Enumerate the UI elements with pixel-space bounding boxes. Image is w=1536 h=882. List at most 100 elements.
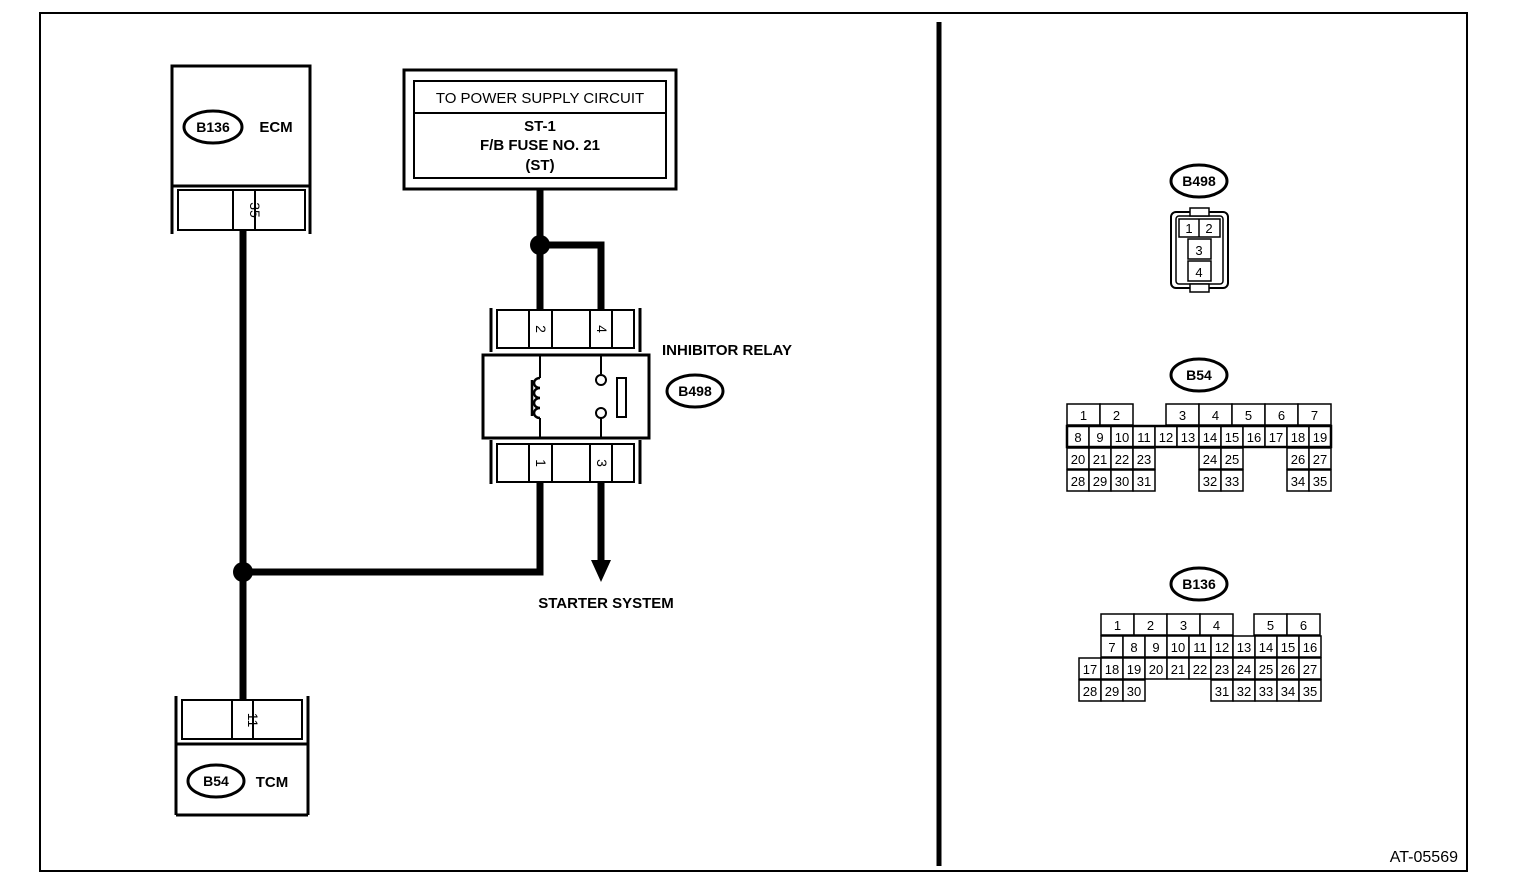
- pin-number: 23: [1215, 662, 1229, 677]
- wire-relay-pin1-to-ecm: [243, 482, 544, 576]
- pin-number: 9: [1096, 430, 1103, 445]
- pin-number: 4: [1212, 408, 1219, 423]
- pin-number: 10: [1115, 430, 1129, 445]
- tcm-connector-label: B54: [203, 773, 229, 789]
- pin-number: 29: [1093, 474, 1107, 489]
- b498-pin: 1: [1185, 221, 1192, 236]
- b498-pin: 2: [1205, 221, 1212, 236]
- tcm-connector-tag: [186, 763, 246, 799]
- relay-pin-label: 1: [533, 459, 549, 467]
- tcm-pin-label: 11: [245, 713, 261, 728]
- pin-number: 21: [1093, 452, 1107, 467]
- pin-number: 14: [1203, 430, 1217, 445]
- pin-cell: [1199, 613, 1234, 636]
- junction-dot-power: [530, 235, 550, 255]
- pin-number: 22: [1193, 662, 1207, 677]
- inhibitor-relay-label: INHIBITOR RELAY: [662, 342, 792, 359]
- ecm-connector-label: B136: [196, 119, 230, 135]
- power-supply-line1: ST-1: [524, 118, 556, 135]
- pin-number: 33: [1225, 474, 1239, 489]
- pin-cell: [1286, 613, 1321, 636]
- pin-cell: [1132, 469, 1156, 492]
- pin-number: 7: [1108, 640, 1115, 655]
- pin-number: 15: [1225, 430, 1239, 445]
- relay-contact-icon: [595, 407, 607, 419]
- pin-number: 14: [1259, 640, 1273, 655]
- pin-number: 32: [1203, 474, 1217, 489]
- power-supply-line2: F/B FUSE NO. 21: [480, 137, 600, 154]
- pin-number: 28: [1071, 474, 1085, 489]
- starter-system-label: STARTER SYSTEM: [538, 595, 674, 612]
- pin-number: 18: [1105, 662, 1119, 677]
- pin-number: 30: [1127, 684, 1141, 699]
- pin-number: 6: [1278, 408, 1285, 423]
- pin-cell: [1298, 679, 1322, 702]
- pin-number: 19: [1313, 430, 1327, 445]
- pin-number: 31: [1215, 684, 1229, 699]
- relay-connector-tag: [665, 373, 725, 409]
- relay-pin-label: 3: [594, 459, 610, 467]
- pin-number: 17: [1269, 430, 1283, 445]
- pin-number: 13: [1237, 640, 1251, 655]
- pin-cell: [1298, 635, 1322, 658]
- pin-number: 25: [1259, 662, 1273, 677]
- b498-pin: 4: [1195, 265, 1202, 280]
- pin-number: 3: [1180, 618, 1187, 633]
- pin-number: 1: [1080, 408, 1087, 423]
- pin-number: 3: [1179, 408, 1186, 423]
- pin-number: 17: [1083, 662, 1097, 677]
- diagram-frame: [39, 12, 1468, 872]
- pin-number: 16: [1247, 430, 1261, 445]
- pin-number: 21: [1171, 662, 1185, 677]
- pin-number: 7: [1311, 408, 1318, 423]
- pin-number: 29: [1105, 684, 1119, 699]
- pin-cell: [1298, 657, 1322, 680]
- pin-cell: [1122, 679, 1146, 702]
- relay-top-connector: [496, 309, 635, 349]
- ecm-label: ECM: [259, 119, 292, 136]
- power-supply-box: TO POWER SUPPLY CIRCUIT ST-1 F/B FUSE NO…: [402, 68, 678, 191]
- relay-contact-icon: [595, 374, 607, 386]
- pin-number: 10: [1171, 640, 1185, 655]
- pin-number: 25: [1225, 452, 1239, 467]
- b498-view-label: B498: [1182, 173, 1216, 189]
- pin-number: 11: [1193, 640, 1207, 655]
- pin-number: 8: [1130, 640, 1137, 655]
- pin-number: 34: [1281, 684, 1295, 699]
- starter-arrow-icon: [591, 560, 611, 582]
- pin-number: 11: [1137, 430, 1151, 445]
- power-supply-line3: (ST): [525, 157, 554, 174]
- pin-number: 34: [1291, 474, 1305, 489]
- pin-number: 24: [1237, 662, 1251, 677]
- pin-number: 4: [1213, 618, 1220, 633]
- pin-number: 27: [1303, 662, 1317, 677]
- relay-coil-icon: [530, 376, 541, 420]
- pin-number: 26: [1281, 662, 1295, 677]
- pin-number: 5: [1267, 618, 1274, 633]
- b498-connector-view: B498 1 2 3 4: [1169, 163, 1229, 293]
- ecm-connector-tag: [182, 109, 244, 145]
- pin-number: 5: [1245, 408, 1252, 423]
- tcm-connector-body: [181, 699, 303, 740]
- pin-number: 27: [1313, 452, 1327, 467]
- pin-cell: [1308, 469, 1332, 492]
- relay-pin-label: 2: [533, 325, 549, 333]
- relay-switch-arm-icon: [616, 377, 627, 418]
- ecm-unit: B136 ECM 35: [170, 64, 312, 234]
- pin-number: 12: [1159, 430, 1173, 445]
- figure-id: AT-05569: [1390, 849, 1458, 866]
- tcm-label: TCM: [256, 774, 289, 791]
- pin-number: 33: [1259, 684, 1273, 699]
- relay-pin-label: 4: [594, 325, 610, 333]
- pin-number: 35: [1313, 474, 1327, 489]
- pin-number: 15: [1281, 640, 1295, 655]
- pin-number: 24: [1203, 452, 1217, 467]
- pin-number: 30: [1115, 474, 1129, 489]
- relay-connector-label: B498: [678, 383, 712, 399]
- pin-number: 8: [1074, 430, 1081, 445]
- wire-power-to-relay-pin4: [540, 241, 605, 310]
